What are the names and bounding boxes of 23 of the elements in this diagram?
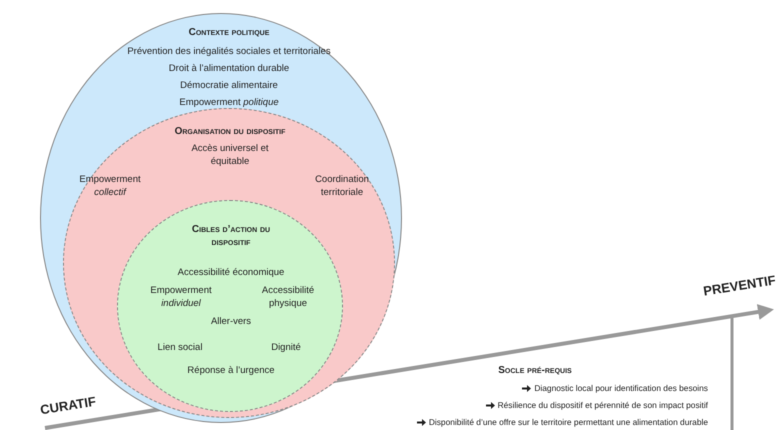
circle-heading: Cibles d’action du dispositif [190, 223, 272, 249]
circle-heading: Organisation du dispositif [174, 125, 286, 138]
scale-label: CURATIF [39, 394, 97, 418]
circle-text: Lien social [156, 341, 204, 354]
circle-text: Empowerment collectif [78, 173, 142, 199]
circle-text: Accessibilité physique [260, 284, 316, 310]
circle-text: Réponse à l’urgence [186, 364, 276, 377]
circle-text: Droit à l’alimentation durable [168, 62, 290, 75]
circle-text: Aller-vers [210, 315, 252, 328]
circle-heading: Contexte politique [188, 26, 270, 39]
circle-text: Prévention des inégalités sociales et territoriales [126, 45, 332, 58]
bullet-text: Disponibilité d’une offre sur le territoire permettant une alimentation durable [428, 417, 708, 427]
scale-label: PREVENTIF [702, 272, 777, 299]
circle-text: Démocratie alimentaire [179, 79, 279, 92]
circle-text: Coordination territoriale [314, 173, 370, 199]
bullet-text: Diagnostic local pour identification des besoins [534, 383, 708, 393]
circle-text: Empowerment politique [178, 96, 280, 109]
bullet-text: Résilience du dispositif et pérennité de son impact positif [498, 400, 708, 410]
circle-text: Dignité [270, 341, 302, 354]
circle-text: Accès universel et équitable [190, 142, 270, 168]
circle-text: Accessibilité économique [176, 266, 286, 279]
section-heading: Socle pré-requis [497, 364, 573, 377]
circle-text: Empowerment individuel [149, 284, 213, 310]
